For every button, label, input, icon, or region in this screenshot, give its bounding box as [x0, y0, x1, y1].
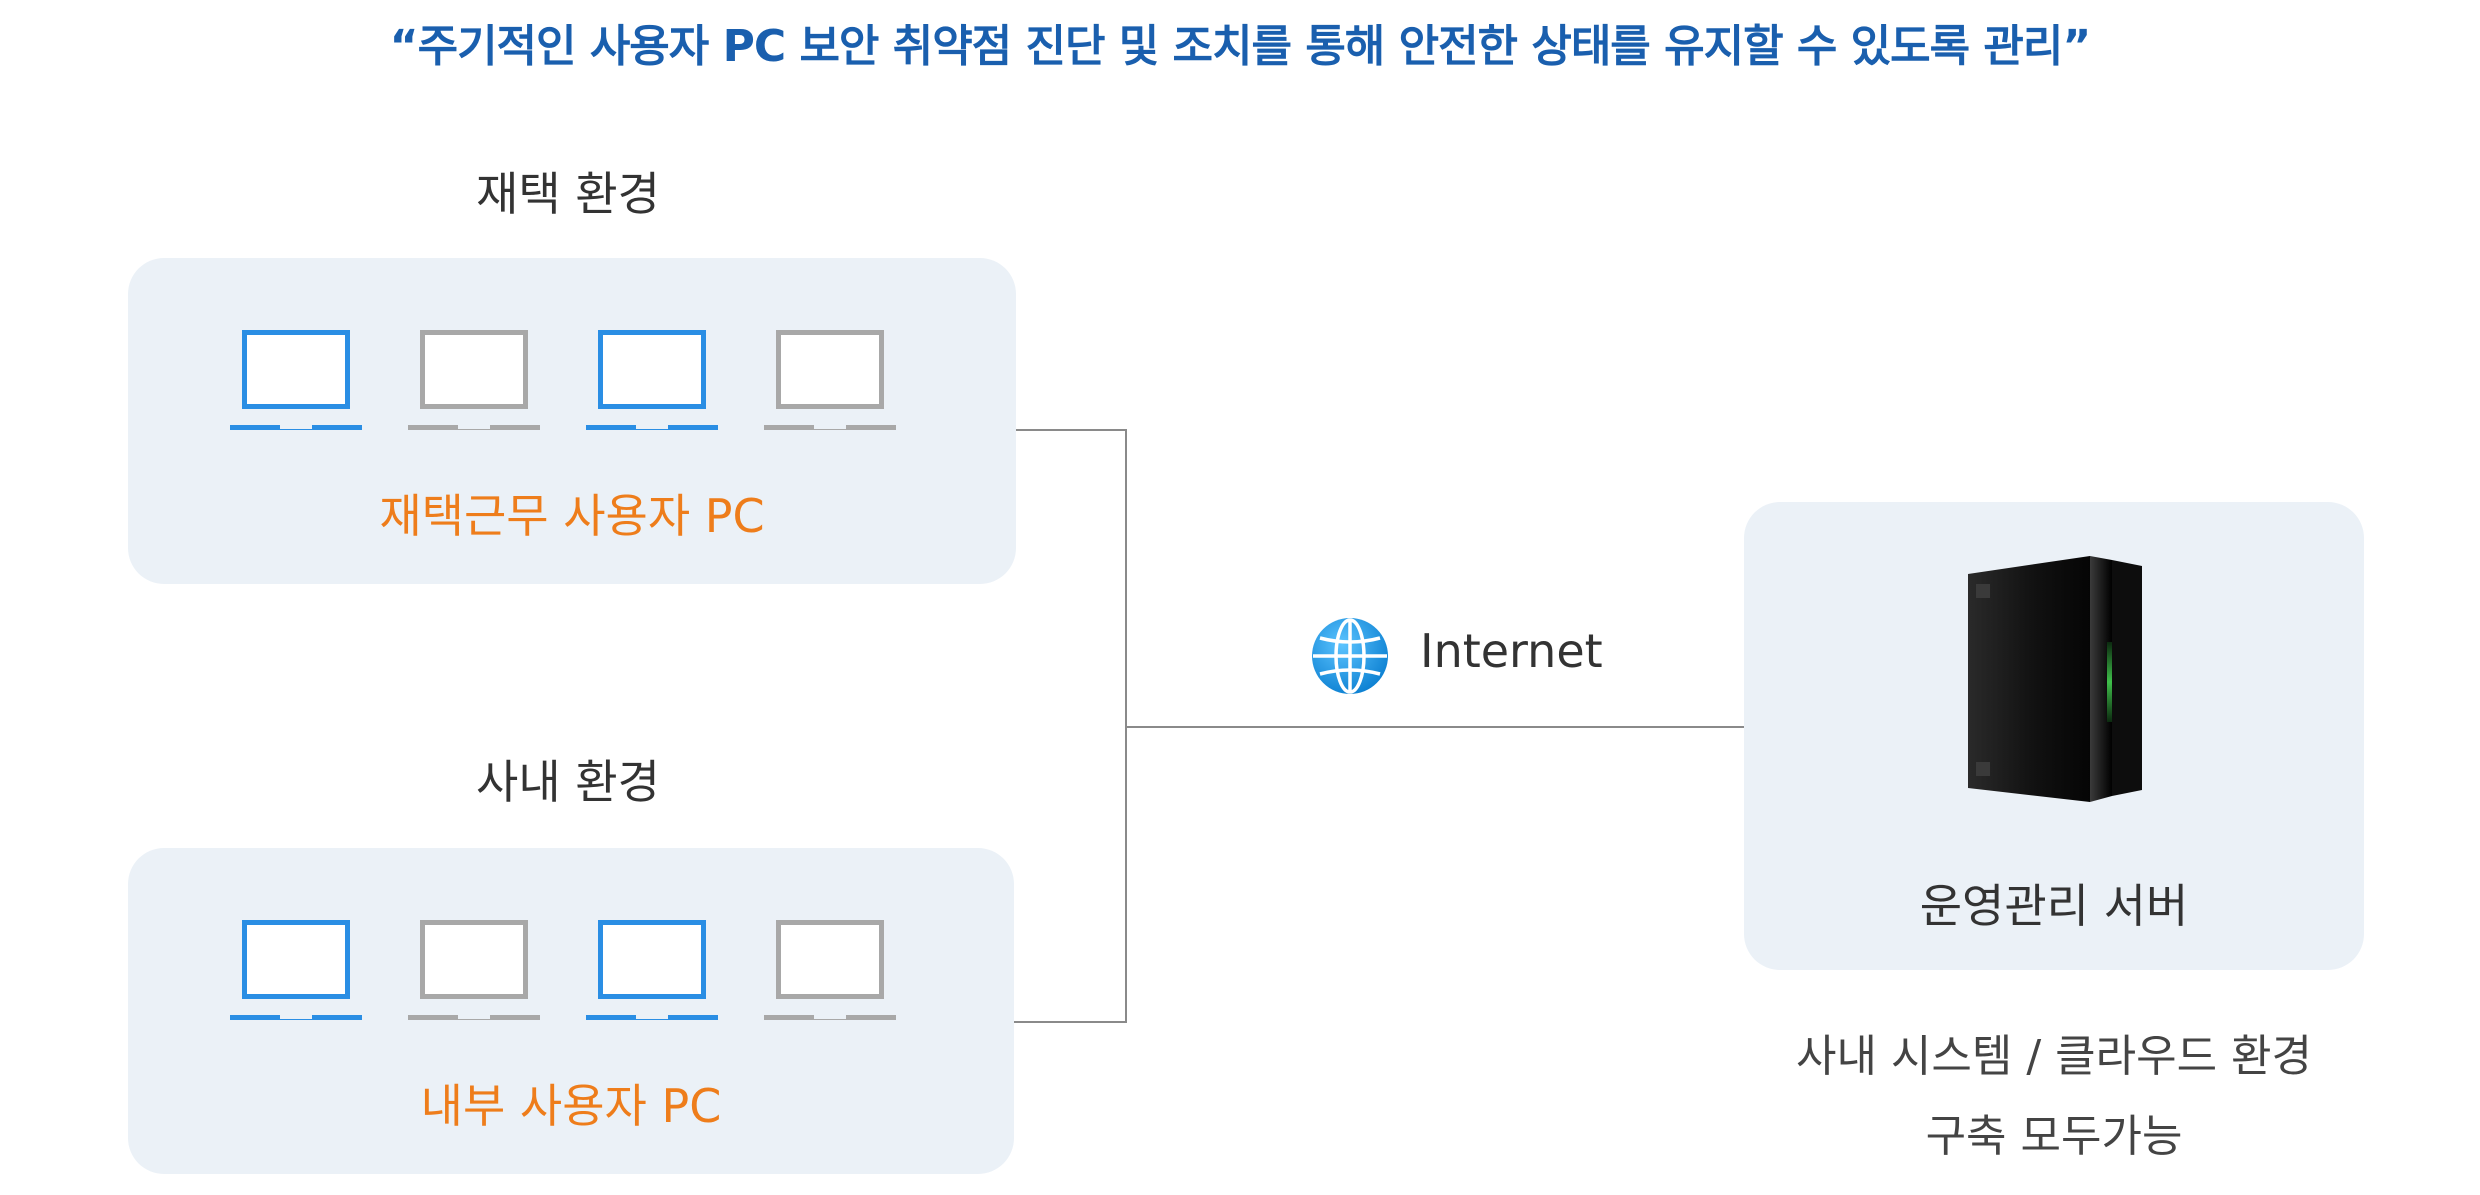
headline: “주기적인 사용자 PC 보안 취약점 진단 및 조치를 통해 안전한 상태를 …: [389, 21, 2092, 72]
server-note-line1: 사내 시스템 / 클라우드 환경: [1795, 1031, 2313, 1082]
home-env-label: 재택 환경: [476, 167, 660, 221]
office-env-label: 사내 환경: [476, 755, 660, 809]
laptop-icon: [764, 330, 896, 440]
home-pc-panel: 재택근무 사용자 PC: [128, 258, 1016, 584]
laptop-icon: [764, 920, 896, 1030]
server-panel: 운영관리 서버: [1744, 502, 2364, 970]
laptop-icon: [230, 330, 362, 440]
laptop-icon: [586, 920, 718, 1030]
office-pc-panel: 내부 사용자 PC: [128, 848, 1014, 1174]
globe-icon: [1312, 618, 1388, 694]
internet-label: Internet: [1420, 624, 1603, 678]
laptop-icon: [230, 920, 362, 1030]
server-note-line2: 구축 모두가능: [1925, 1111, 2183, 1162]
laptop-icon: [408, 920, 540, 1030]
server-label: 운영관리 서버: [1919, 879, 2189, 933]
laptop-icon: [408, 330, 540, 440]
server-tower-icon: [1968, 556, 2142, 802]
home-pc-label: 재택근무 사용자 PC: [379, 489, 765, 543]
office-pc-label: 내부 사용자 PC: [420, 1079, 722, 1133]
laptop-icon: [586, 330, 718, 440]
